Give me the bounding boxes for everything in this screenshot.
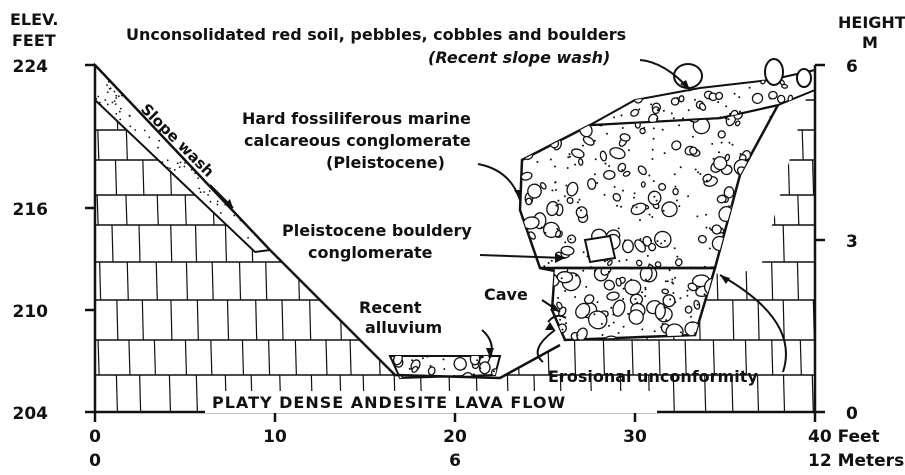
unconformity-leader-1	[720, 275, 786, 372]
lava-flow-label: PLATY DENSE ANDESITE LAVA FLOW	[212, 393, 566, 412]
hard-conglomerate-body	[512, 104, 785, 279]
left-tick-224: 224	[13, 57, 49, 77]
right-tick-0: 0	[846, 404, 858, 424]
meter-tick-12: 12 Meters	[808, 451, 904, 471]
alluvium-label-2: alluvium	[365, 318, 442, 337]
bouldery-conglomerate-label-1: Pleistocene bouldery	[282, 221, 472, 240]
top-soil-label: Unconsolidated red soil, pebbles, cobble…	[126, 25, 626, 44]
bouldery-conglomerate-body	[543, 259, 724, 349]
left-tick-216: 216	[13, 200, 49, 220]
cave-label: Cave	[484, 285, 528, 304]
left-tick-204: 204	[13, 404, 49, 424]
hard-conglomerate-label-2: calcareous conglomerate	[244, 131, 471, 150]
feet-tick-20: 20	[443, 427, 467, 447]
feet-tick-40: 40 Feet	[808, 427, 880, 447]
feet-tick-30: 30	[623, 427, 647, 447]
feet-tick-10: 10	[263, 427, 287, 447]
hard-conglomerate-label-1: Hard fossiliferous marine	[242, 109, 471, 128]
left-axis-title-1: ELEV.	[10, 10, 58, 29]
left-tick-210: 210	[13, 302, 49, 322]
meter-tick-0: 0	[89, 451, 101, 471]
pleistocene-leader	[478, 164, 520, 200]
hard-conglomerate-label-3: (Pleistocene)	[326, 153, 445, 172]
bouldery-conglomerate-label-2: conglomerate	[308, 243, 433, 262]
top-soil-layer	[590, 59, 818, 125]
meter-tick-6: 6	[449, 451, 461, 471]
alluvium-label-1: Recent	[359, 298, 422, 317]
feet-tick-0: 0	[89, 427, 101, 447]
right-axis-title-2: M	[862, 33, 878, 52]
left-axis-title-2: FEET	[12, 31, 56, 50]
right-tick-3: 3	[846, 232, 858, 252]
erosional-unconformity-label: Erosional unconformity	[548, 367, 758, 386]
alluvium-deposit	[390, 352, 500, 386]
right-axis-title-1: HEIGHT	[838, 13, 905, 32]
recent-slope-wash-label: (Recent slope wash)	[428, 48, 610, 67]
right-tick-6: 6	[846, 57, 858, 77]
